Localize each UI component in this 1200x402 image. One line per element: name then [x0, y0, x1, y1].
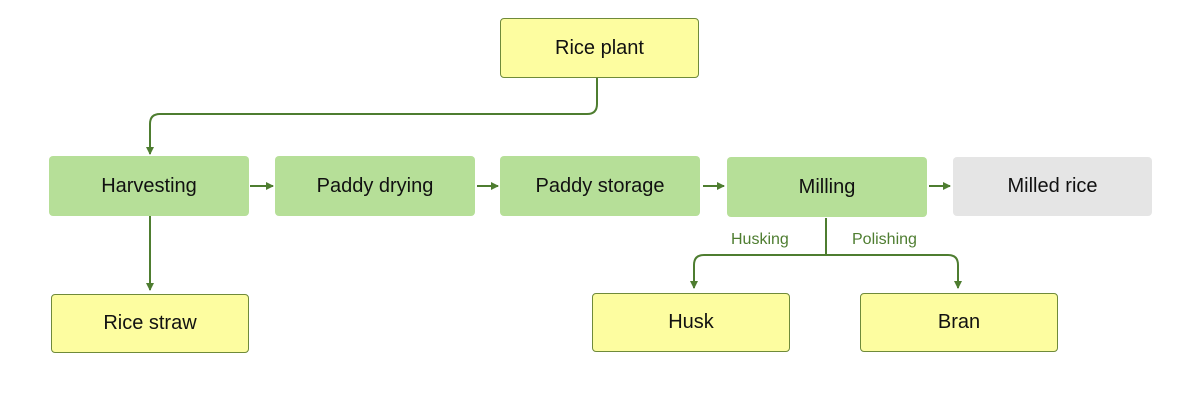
edge-label-polishing: Polishing — [852, 231, 917, 248]
arrow-milling-to-husk — [690, 254, 826, 289]
node-rice-plant: Rice plant — [500, 18, 699, 78]
node-milled-rice: Milled rice — [953, 157, 1152, 216]
node-rice-straw: Rice straw — [51, 294, 249, 353]
node-bran: Bran — [860, 293, 1058, 352]
edge-label-husking: Husking — [731, 231, 789, 248]
node-milling: Milling — [727, 157, 927, 217]
node-harvesting: Harvesting — [49, 156, 249, 216]
node-paddy-storage: Paddy storage — [500, 156, 700, 216]
node-paddy-drying: Paddy drying — [275, 156, 475, 216]
arrow-milling-to-bran — [826, 254, 962, 289]
arrow-rice-plant-to-harvesting — [146, 78, 598, 155]
node-husk: Husk — [592, 293, 790, 352]
